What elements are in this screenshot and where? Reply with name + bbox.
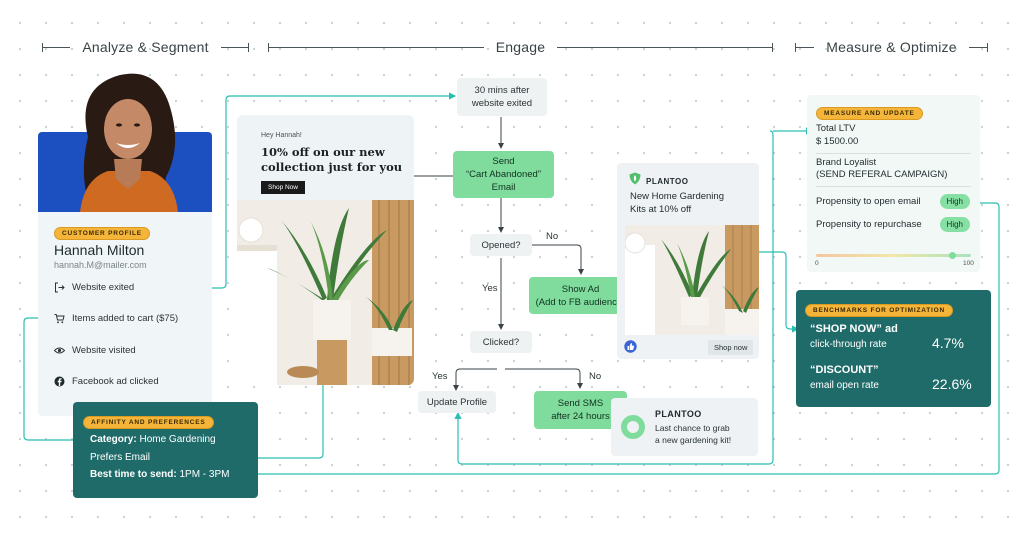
clicked-decision-node: Clicked? (470, 331, 532, 353)
ad-shop-now-button[interactable]: Shop now (708, 340, 754, 355)
affinity-prefers: Prefers Email (90, 452, 151, 463)
update-profile-node: Update Profile (418, 391, 496, 413)
sms-message: Last chance to grab a new gardening kit! (655, 422, 731, 446)
benchmark-1-value: 4.7% (932, 335, 964, 351)
section-analyze-heading: Analyze & Segment (42, 38, 250, 56)
total-ltv-value: $ 1500.00 (816, 136, 859, 147)
ad-brand-row: PLANTOO (629, 172, 688, 190)
like-icon[interactable] (624, 340, 637, 358)
email-headline-line: 10% off on our new (261, 145, 385, 159)
facebook-icon (54, 376, 65, 387)
score-indicator (948, 252, 956, 259)
benchmark-2-value: 22.6% (932, 376, 972, 392)
plantoo-logo-icon (629, 172, 641, 190)
show-ad-line: Show Ad (561, 283, 600, 295)
facebook-ad-card: PLANTOO New Home Gardening Kits at 10% o… (617, 163, 759, 359)
send-email-line: Email (491, 182, 516, 193)
branch-no-label: No (546, 231, 559, 242)
section-title: Measure & Optimize (826, 39, 957, 55)
trigger-line: 30 mins after (474, 85, 530, 96)
divider (816, 153, 971, 154)
send-email-line: Send (492, 156, 515, 167)
branch-yes-label: Yes (432, 371, 448, 382)
trigger-line: website exited (471, 98, 533, 109)
benchmarks-badge: BENCHMARKS FOR OPTIMIZATION (805, 304, 953, 317)
cart-icon (54, 313, 65, 324)
ad-copy: New Home Gardening Kits at 10% off (630, 190, 724, 216)
ad-plant-image (624, 225, 759, 340)
section-title: Analyze & Segment (82, 39, 209, 55)
sms-logo-icon (620, 414, 646, 445)
best-time-key: Best time to send: (90, 469, 177, 480)
benchmark-2-title: “DISCOUNT” (810, 364, 879, 376)
sms-message-line: Last chance to grab (655, 423, 730, 433)
customer-avatar (80, 73, 178, 212)
email-plant-image (237, 200, 414, 385)
affinity-best-time: Best time to send: 1PM - 3PM (90, 469, 229, 480)
activity-website-exited: Website exited (54, 282, 134, 293)
brand-loyalist-label: Brand Loyalist (816, 157, 877, 168)
email-greeting: Hey Hannah! (261, 132, 302, 139)
benchmark-1-subtitle: click-through rate (810, 339, 887, 350)
section-engage-heading: Engage (268, 38, 773, 56)
email-headline: 10% off on our new collection just for y… (261, 145, 402, 175)
activity-facebook-ad-clicked: Facebook ad clicked (54, 376, 159, 387)
sms-message-line: a new gardening kit! (655, 435, 732, 445)
measure-badge: MEASURE AND UPDATE (816, 107, 923, 120)
trigger-node: 30 mins after website exited (457, 78, 547, 116)
benchmark-2-subtitle: email open rate (810, 380, 879, 391)
best-time-value: 1PM - 3PM (179, 469, 230, 480)
divider (816, 186, 971, 187)
propensity-open-badge: High (939, 194, 970, 209)
score-gauge (816, 252, 971, 259)
section-title: Engage (495, 39, 546, 55)
branch-no-label: No (589, 371, 602, 382)
ad-brand: PLANTOO (646, 176, 689, 186)
activity-label: Website exited (72, 282, 135, 293)
sms-preview-card: PLANTOO Last chance to grab a new garden… (611, 398, 758, 456)
category-value: Home Gardening (139, 434, 216, 445)
email-headline-line: collection just for you (261, 160, 403, 174)
profile-name: Hannah Milton (54, 242, 145, 258)
score-max: 100 (963, 260, 974, 267)
eye-icon (54, 345, 65, 356)
affinity-badge: AFFINITY AND PREFERENCES (83, 416, 214, 429)
exit-icon (54, 282, 65, 293)
show-ad-node: Show Ad (Add to FB audience) (529, 277, 632, 314)
sms-brand: PLANTOO (655, 409, 702, 419)
send-sms-line: after 24 hours (551, 411, 610, 422)
brand-loyalist-action: (SEND REFERAL CAMPAIGN) (816, 169, 948, 180)
opened-decision-node: Opened? (470, 234, 532, 256)
branch-yes-label: Yes (482, 283, 498, 294)
propensity-repurchase-badge: High (939, 217, 970, 232)
score-min: 0 (815, 260, 819, 267)
activity-label: Items added to cart ($75) (72, 313, 179, 324)
propensity-repurchase-label: Propensity to repurchase (816, 219, 922, 230)
benchmark-1-title: “SHOP NOW” ad (810, 323, 898, 335)
activity-website-visited: Website visited (54, 345, 136, 356)
send-sms-line: Send SMS (557, 398, 604, 409)
customer-profile-badge: CUSTOMER PROFILE (54, 227, 150, 240)
category-key: Category: (90, 434, 137, 445)
send-email-node: Send “Cart Abandoned” Email (453, 151, 554, 198)
profile-email: hannah.M@mailer.com (54, 260, 147, 270)
section-measure-heading: Measure & Optimize (795, 38, 989, 56)
ad-copy-line: Kits at 10% off (630, 204, 692, 215)
propensity-open-label: Propensity to open email (816, 196, 921, 207)
measure-update-card: MEASURE AND UPDATE Total LTV $ 1500.00 B… (807, 95, 980, 272)
activity-label: Website visited (72, 345, 136, 356)
activity-added-to-cart: Items added to cart ($75) (54, 313, 178, 324)
affinity-preferences-card: AFFINITY AND PREFERENCES Category: Home … (73, 402, 258, 498)
email-preview-card: Hey Hannah! 10% off on our new collectio… (237, 115, 414, 385)
activity-label: Facebook ad clicked (72, 376, 159, 387)
affinity-category: Category: Home Gardening (90, 434, 216, 445)
ad-copy-line: New Home Gardening (630, 191, 724, 202)
benchmarks-card: BENCHMARKS FOR OPTIMIZATION “SHOP NOW” a… (796, 290, 991, 407)
show-ad-line: (Add to FB audience) (535, 296, 626, 308)
email-shop-now-button[interactable]: Shop Now (261, 181, 305, 194)
send-email-line: “Cart Abandoned” (466, 169, 541, 180)
total-ltv-label: Total LTV (816, 123, 856, 134)
